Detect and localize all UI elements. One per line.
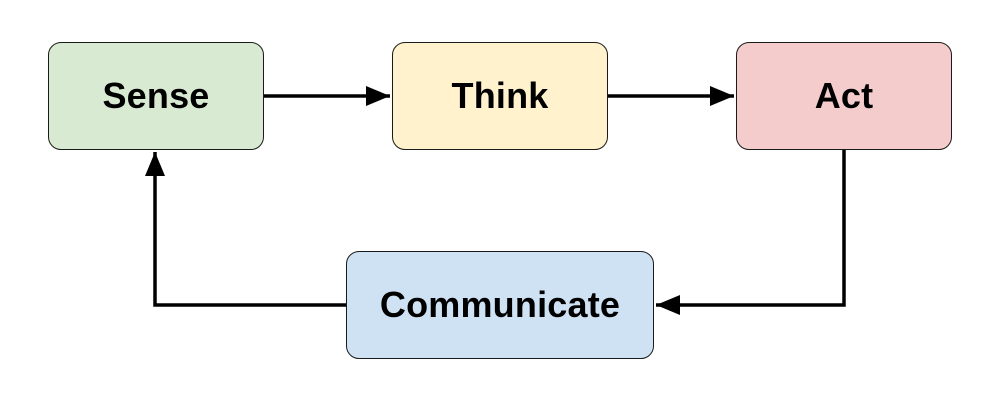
think-node: Think: [392, 42, 608, 150]
communicate-node: Communicate: [346, 251, 654, 359]
act-label: Act: [814, 75, 874, 116]
think-label: Think: [451, 75, 549, 116]
act-node: Act: [736, 42, 952, 150]
arrow-communicate-to-sense: [145, 152, 346, 307]
communicate-label: Communicate: [379, 284, 621, 325]
arrow-act-to-communicate: [656, 150, 846, 315]
sense-node: Sense: [48, 42, 264, 150]
sense-label: Sense: [102, 75, 210, 116]
